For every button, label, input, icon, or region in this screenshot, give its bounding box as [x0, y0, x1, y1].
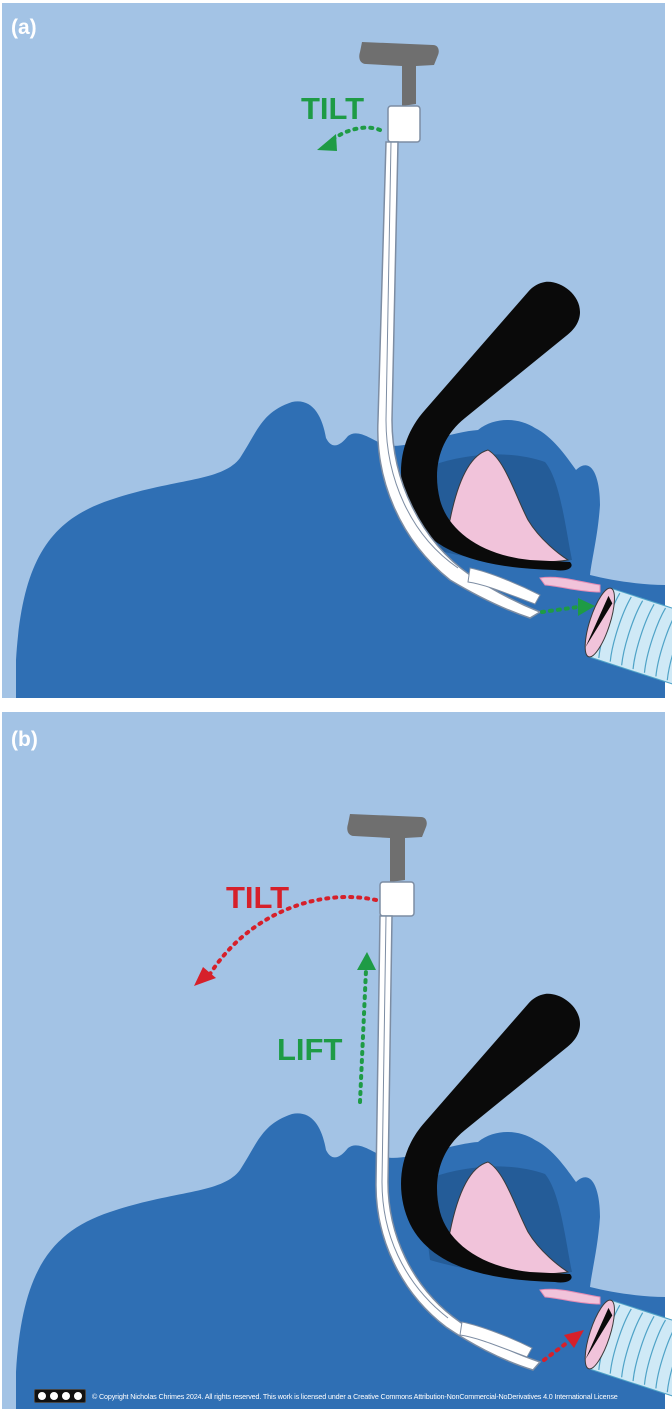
- tilt-arrowhead: [317, 134, 337, 151]
- cc-license-badge-icon[interactable]: [34, 1389, 86, 1403]
- panel-b-label: (b): [11, 728, 38, 751]
- tilt-arrow: [208, 895, 378, 976]
- lift-arrow: [358, 968, 368, 1104]
- stylet-handle: [347, 814, 427, 882]
- endotracheal-tube: [375, 915, 542, 1371]
- panel-b-illustration: TILT LIFT: [0, 712, 672, 1412]
- panel-b: TILT LIFT (b): [0, 712, 672, 1412]
- tilt-arrowhead: [194, 967, 216, 986]
- advance-arrowhead: [578, 598, 595, 616]
- tip-arrowhead: [564, 1330, 584, 1348]
- laryngoscope-blade: [401, 993, 580, 1283]
- endotracheal-tube: [377, 141, 542, 619]
- epiglottis: [539, 1288, 601, 1305]
- lift-arrowhead: [357, 952, 376, 970]
- tip-arrow: [542, 1340, 570, 1362]
- panel-a-label: (a): [11, 16, 37, 39]
- stylet-handle: [359, 42, 439, 106]
- panel-a-tilt-label: TILT: [301, 91, 364, 126]
- panel-b-tilt-label: TILT: [226, 880, 289, 915]
- copyright-text: © Copyright Nicholas Chrimes 2024. All r…: [92, 1391, 618, 1401]
- tube-connector: [379, 881, 415, 917]
- epiglottis: [539, 576, 601, 593]
- panel-b-lift-label: LIFT: [277, 1032, 342, 1067]
- tube-cuff: [459, 1321, 533, 1358]
- panel-a-illustration: TILT: [2, 3, 672, 698]
- laryngoscope-blade: [401, 281, 580, 571]
- copyright-footer: © Copyright Nicholas Chrimes 2024. All r…: [34, 1389, 618, 1403]
- trachea: [584, 1299, 672, 1404]
- tube-connector: [387, 105, 421, 143]
- advance-arrow: [540, 605, 580, 614]
- tube-cuff: [467, 567, 541, 605]
- trachea: [584, 587, 672, 692]
